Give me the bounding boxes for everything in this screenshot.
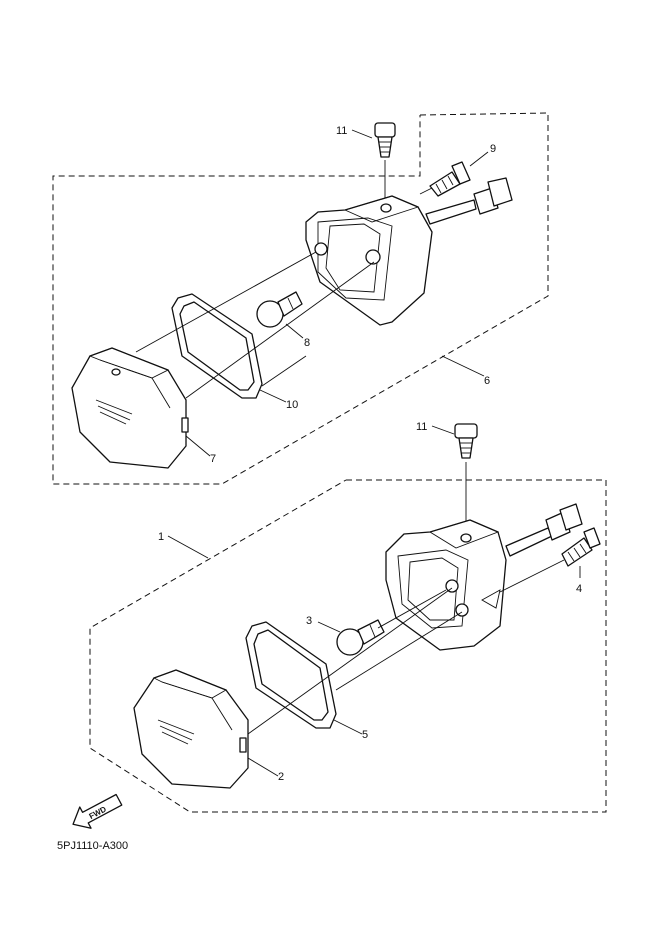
- leader-11-top: [351, 129, 373, 139]
- callout-7: 7: [210, 453, 216, 465]
- leader-10: [259, 389, 287, 403]
- diagram-code: 5PJ1110-A300: [57, 840, 128, 852]
- callout-8: 8: [304, 337, 310, 349]
- upper-axis-c: [261, 355, 307, 387]
- leader-6: [441, 355, 485, 377]
- lower-axis-b: [335, 611, 463, 691]
- upper-axis-b: [185, 261, 375, 399]
- callout-2: 2: [278, 771, 284, 783]
- lower-assembly: [89, 423, 607, 813]
- lens-7: [71, 347, 189, 469]
- bulb-8: [256, 291, 303, 328]
- leader-11-bottom: [431, 425, 455, 435]
- lens-2: [133, 669, 249, 789]
- screw-4: [499, 527, 601, 593]
- screw-9: [419, 161, 471, 197]
- callout-4: 4: [576, 583, 582, 595]
- bulb-3: [336, 619, 385, 656]
- upper-assembly: [52, 112, 549, 485]
- callout-9: 9: [490, 143, 496, 155]
- callout-1: 1: [158, 531, 164, 543]
- leader-9: [469, 151, 489, 167]
- callout-3: 3: [306, 615, 312, 627]
- screw-11-top: [374, 122, 396, 205]
- lower-housing: [385, 519, 507, 651]
- upper-assembly-boundary: [52, 112, 549, 485]
- callout-5: 5: [362, 729, 368, 741]
- upper-housing: [305, 195, 433, 326]
- callout-6: 6: [484, 375, 490, 387]
- leader-7: [185, 435, 211, 457]
- gasket-10: [171, 293, 263, 399]
- fwd-arrow: FWD: [72, 793, 123, 829]
- leader-2: [247, 757, 279, 777]
- lower-wire-connector: [505, 503, 583, 557]
- lower-axis-a: [247, 587, 453, 735]
- lower-assembly-boundary: [89, 479, 607, 813]
- leader-1: [167, 535, 209, 559]
- callout-11-top: 11: [336, 125, 347, 137]
- screw-11-bottom: [454, 423, 478, 530]
- upper-wire-connector: [425, 177, 513, 225]
- callout-11-bottom: 11: [416, 421, 427, 433]
- lower-axis-c: [377, 589, 447, 629]
- fwd-arrow-icon: [72, 793, 123, 829]
- callout-10: 10: [286, 399, 298, 411]
- upper-axis-a: [135, 251, 317, 353]
- gasket-5: [245, 621, 337, 729]
- leader-8: [285, 323, 304, 339]
- leader-3: [317, 621, 341, 633]
- leader-5: [333, 719, 363, 735]
